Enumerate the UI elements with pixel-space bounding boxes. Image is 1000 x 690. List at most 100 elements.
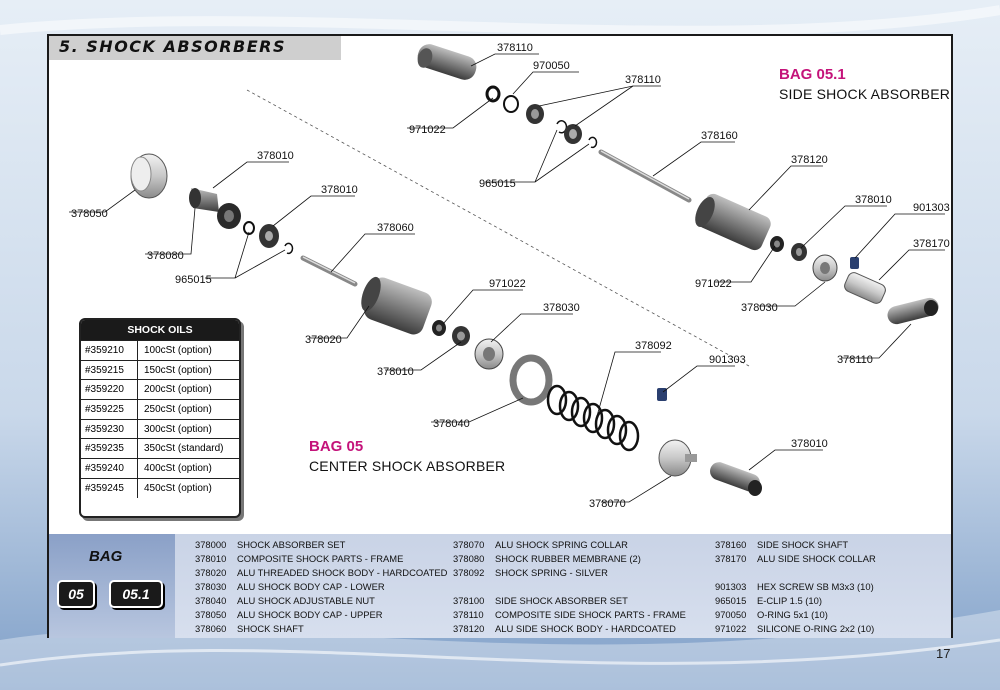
part-name: COMPOSITE SIDE SHOCK PARTS - FRAME	[495, 609, 686, 620]
callout-971022-a: 971022	[409, 124, 446, 136]
part-name: SHOCK SPRING - SILVER	[495, 567, 608, 578]
part-code: 378120	[453, 623, 485, 634]
callout-970050: 970050	[533, 60, 570, 72]
shock-oil-viscosity: 300cSt (option)	[144, 423, 212, 435]
callout-378050: 378050	[71, 208, 108, 220]
oring-971022-center	[432, 320, 446, 336]
eclip-center	[284, 242, 294, 255]
part-name: ALU SIDE SHOCK BODY - HARDCOATED	[495, 623, 676, 634]
part-code: 378040	[195, 595, 227, 606]
parts-list-row: 378010 COMPOSITE SHOCK PARTS - FRAME	[195, 553, 403, 564]
callout-378020: 378020	[305, 334, 342, 346]
seal-378010-side	[791, 243, 807, 261]
shock-oil-viscosity: 200cSt (option)	[144, 384, 212, 396]
parts-list-row: 378100 SIDE SHOCK ABSORBER SET	[453, 595, 628, 606]
part-name: ALU SHOCK BODY CAP - UPPER	[237, 609, 383, 620]
section-title-bar: 5. SHOCK ABSORBERS	[49, 36, 341, 60]
part-name: COMPOSITE SHOCK PARTS - FRAME	[237, 553, 404, 564]
page-number: 17	[936, 646, 951, 661]
part-code: 970050	[715, 609, 747, 620]
spring-378092	[546, 384, 640, 452]
callout-378080: 378080	[147, 250, 184, 262]
lower-cap-378030	[474, 338, 504, 370]
callout-378030-b: 378030	[543, 302, 580, 314]
eclip-side-2	[588, 136, 598, 149]
shock-absorbers-panel: 5. SHOCK ABSORBERS	[47, 34, 953, 638]
side-shock-collar-378170	[844, 272, 886, 304]
callout-965015-a: 965015	[479, 178, 516, 190]
callout-378010-c: 378010	[855, 194, 892, 206]
callout-leaders	[69, 53, 945, 503]
shock-oil-viscosity: 100cSt (option)	[144, 345, 212, 356]
bag-side-subtitle: SIDE SHOCK ABSORBER	[779, 86, 951, 102]
callout-378110-a: 378110	[497, 42, 533, 54]
part-name: SIDE SHOCK ABSORBER SET	[495, 595, 628, 606]
callout-965015-b: 965015	[175, 274, 212, 286]
shock-oil-code: #359235	[81, 439, 138, 459]
parts-list	[49, 534, 951, 638]
page-title: 5. SHOCK ABSORBERS	[59, 37, 286, 56]
callout-378010-e: 378010	[791, 438, 828, 450]
part-code: 378010	[195, 553, 227, 564]
side-shock-body	[695, 193, 771, 251]
part-code: 378110	[453, 609, 484, 620]
exploded-diagram: 378110 970050 378110 971022 378160 96501…	[69, 42, 950, 510]
callout-378110-b: 378110	[625, 74, 661, 86]
seal-378010-a	[217, 203, 241, 229]
callout-labels: 378110 970050 378110 971022 378160 96501…	[71, 42, 950, 510]
shock-oil-row: #359230 300cSt (option)	[81, 418, 239, 439]
part-name: SHOCK RUBBER MEMBRANE (2)	[495, 553, 641, 564]
callout-378010-d: 378010	[377, 366, 414, 378]
part-code: 378100	[453, 595, 485, 606]
bag-block: BAG 05 05.1	[49, 534, 175, 638]
membrane-378080	[189, 188, 219, 212]
part-name: HEX SCREW SB M3x3 (10)	[757, 581, 874, 592]
part-name: ALU SHOCK ADJUSTABLE NUT	[237, 595, 375, 606]
part-code: 378080	[453, 553, 485, 564]
part-code: 378050	[195, 609, 227, 620]
parts-list-row: 971022 SILICONE O-RING 2x2 (10)	[715, 623, 874, 634]
shock-oil-code: #359220	[81, 380, 138, 400]
oring-top	[485, 85, 501, 103]
bag-center-subtitle: CENTER SHOCK ABSORBER	[309, 458, 506, 474]
part-code: 378030	[195, 581, 227, 592]
callout-378120: 378120	[791, 154, 828, 166]
part-name: SILICONE O-RING 2x2 (10)	[757, 623, 875, 634]
bag-label: BAG	[89, 548, 123, 565]
bag-badge-05-1: 05.1	[109, 580, 163, 608]
part-name: E-CLIP 1.5 (10)	[757, 595, 822, 606]
oring-center-a	[243, 221, 255, 235]
part-name: SHOCK ABSORBER SET	[237, 539, 346, 550]
side-shock-shaft	[598, 149, 692, 203]
callout-378010-a: 378010	[257, 150, 294, 162]
part-code: 971022	[715, 623, 747, 634]
part-name: SHOCK SHAFT	[237, 623, 304, 634]
shock-oil-row: #359220 200cSt (option)	[81, 379, 239, 400]
part-name: ALU SHOCK BODY CAP - LOWER	[237, 581, 385, 592]
parts-list-row: 378120 ALU SIDE SHOCK BODY - HARDCOATED	[453, 623, 676, 634]
part-code: 901303	[715, 581, 747, 592]
shock-oil-code: #359240	[81, 459, 138, 478]
callout-378060: 378060	[377, 222, 414, 234]
oring-970050	[503, 95, 519, 113]
cap-378010-b	[259, 224, 279, 248]
part-378110-seal	[526, 104, 544, 124]
callout-378070: 378070	[589, 498, 626, 510]
eclip-side	[556, 120, 568, 134]
hex-screw-901303-side	[850, 257, 859, 269]
callout-378010-b: 378010	[321, 184, 358, 196]
part-code: 378092	[453, 567, 485, 578]
callout-378030-a: 378030	[741, 302, 778, 314]
shock-oil-code: #359230	[81, 419, 138, 439]
